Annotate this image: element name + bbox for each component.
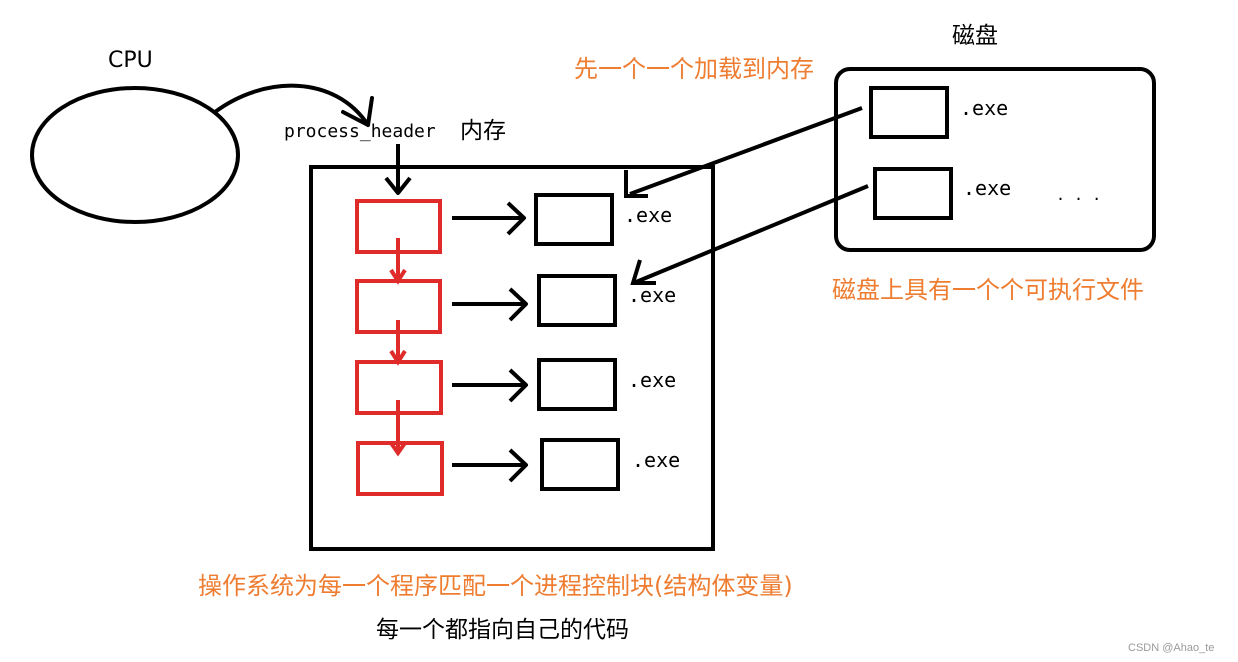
disk-exe-label-2: .exe	[963, 176, 1011, 200]
code-box-4	[540, 438, 620, 491]
pcb-link-2-head	[389, 349, 407, 366]
pcb-arrow-2-head	[508, 287, 528, 322]
memory-label: 内存	[460, 118, 506, 144]
code-box-1	[534, 193, 614, 246]
disk-label: 磁盘	[952, 23, 998, 49]
code-box-2	[537, 274, 617, 327]
cpu-ellipse	[30, 86, 240, 224]
cpu-to-header-arrow	[213, 83, 370, 127]
memory-exe-label-1: .exe	[624, 203, 672, 227]
pcb-arrow-4-head	[508, 448, 528, 483]
pcb-link-3-head	[389, 441, 407, 457]
pcb-arrow-1-head	[506, 201, 526, 236]
load-arrow-2-head	[630, 259, 656, 285]
disk-file-box-1	[869, 86, 949, 139]
disk-ellipsis: . . .	[1056, 186, 1101, 204]
memory-exe-label-2: .exe	[628, 283, 676, 307]
disk-exe-label-1: .exe	[960, 96, 1008, 120]
memory-exe-label-4: .exe	[632, 448, 680, 472]
watermark: CSDN @Ahao_te	[1128, 642, 1214, 654]
cpu-arrowhead	[341, 96, 374, 127]
pcb-note: 操作系统为每一个程序匹配一个进程控制块(结构体变量)	[198, 572, 793, 600]
pcb-link-1-head	[389, 268, 407, 285]
load-note: 先一个一个加载到内存	[574, 55, 814, 83]
disk-file-box-2	[873, 167, 953, 220]
memory-box	[309, 165, 715, 551]
disk-box	[834, 67, 1156, 252]
header-down-arrowhead	[384, 176, 412, 195]
load-arrow-2	[635, 184, 869, 284]
code-note: 每一个都指向自己的代码	[376, 617, 629, 643]
memory-exe-label-3: .exe	[628, 368, 676, 392]
load-arrow-1	[629, 106, 863, 196]
code-box-3	[537, 358, 617, 411]
load-arrow-1-head	[624, 170, 648, 198]
process-header-label: process_header	[284, 121, 436, 142]
disk-note: 磁盘上具有一个个可执行文件	[832, 276, 1144, 304]
cpu-label: CPU	[108, 48, 153, 73]
pcb-arrow-3-head	[508, 368, 528, 403]
